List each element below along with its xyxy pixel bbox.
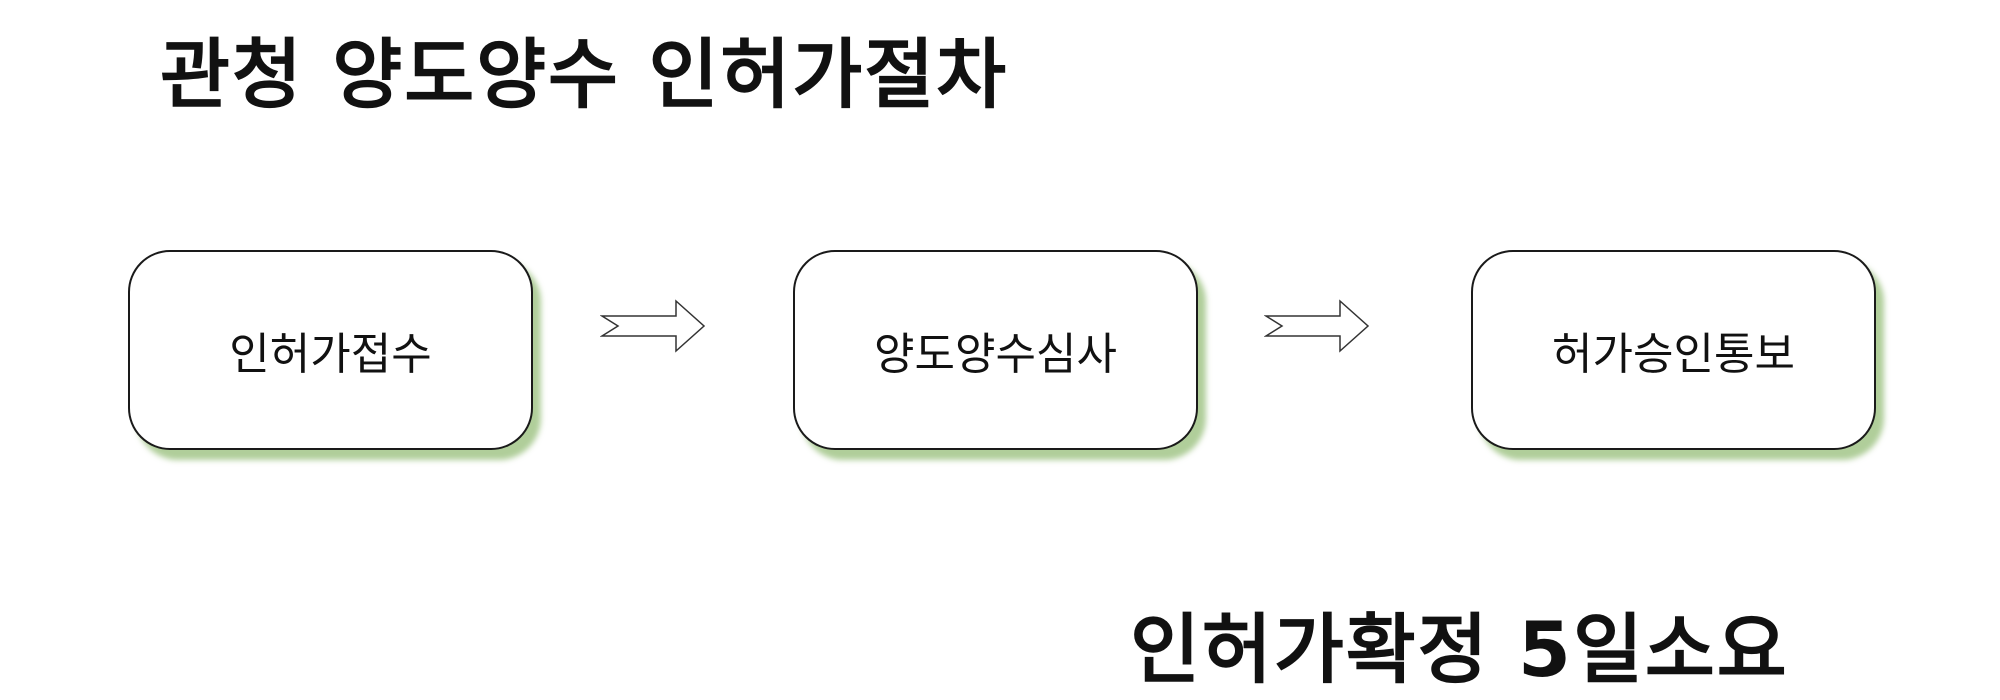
page-title: 관청 양도양수 인허가절차 [160,30,1009,119]
step-box-approval-notice: 허가승인통보 [1471,250,1876,450]
step-box-review: 양도양수심사 [793,250,1198,450]
step-label: 양도양수심사 [874,329,1117,380]
step-label: 인허가접수 [229,329,432,380]
right-arrow-icon [1264,299,1370,353]
right-arrow-icon [600,299,706,353]
step-label: 허가승인통보 [1552,329,1795,380]
step-box-intake: 인허가접수 [128,250,533,450]
footer-note: 인허가확정 5일소요 [1130,605,1789,694]
